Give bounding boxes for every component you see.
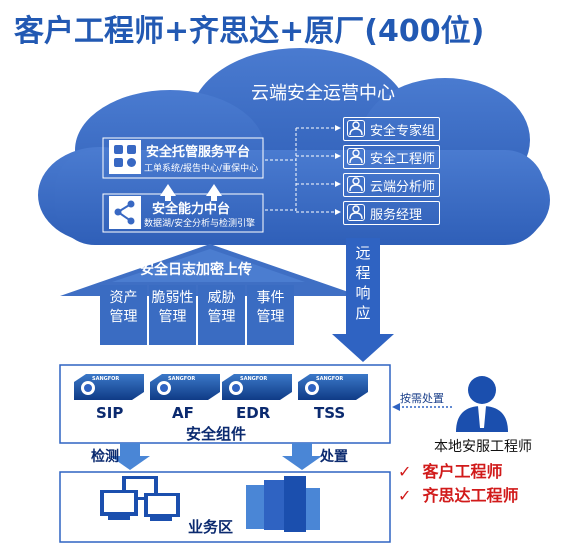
up-arrow-icon <box>160 184 176 201</box>
user-icon <box>347 176 365 193</box>
role-connectors <box>265 127 340 213</box>
device-appliances <box>74 374 368 400</box>
engineer-item-qisida: ✓ 齐思达工程师 <box>398 486 519 505</box>
dispose-arrow <box>282 443 322 470</box>
device-brand: SANGFOR <box>92 376 120 382</box>
remote-response-label: 远 程 响 应 <box>355 244 371 322</box>
page-title: 客户工程师+齐思达+原厂(400位) <box>14 14 485 49</box>
role-label: 服务经理 <box>370 208 423 223</box>
grid-icon <box>109 140 141 174</box>
mgmt-asset: 资产 管理 <box>100 285 147 345</box>
remote-response-arrow <box>332 238 394 362</box>
device-brand: SANGFOR <box>316 376 344 382</box>
capability-title: 安全能力中台 <box>152 202 231 217</box>
dispose-label: 处置 <box>320 449 348 465</box>
capability-subtitle: 数据湖/安全分析与检测引擎 <box>144 219 256 229</box>
cloud-title: 云端安全运营中心 <box>251 83 395 104</box>
engineer-item-customer: ✓ 客户工程师 <box>398 462 503 481</box>
role-label: 安全工程师 <box>370 152 436 167</box>
user-icon <box>347 204 365 221</box>
check-icon: ✓ <box>398 486 412 505</box>
network-icon <box>109 196 141 229</box>
platform-title: 安全托管服务平台 <box>146 145 251 160</box>
mgmt-incident: 事件 管理 <box>247 285 294 345</box>
computer-icon <box>100 476 180 521</box>
device-sip: SIP <box>96 404 124 422</box>
mgmt-threat: 威胁 管理 <box>198 285 245 345</box>
role-label: 云端分析师 <box>370 180 436 195</box>
role-security-experts: 安全专家组 <box>343 117 440 141</box>
business-zone-label: 业务区 <box>188 518 234 536</box>
device-brand: SANGFOR <box>168 376 196 382</box>
detect-arrow <box>110 443 150 470</box>
role-cloud-analyst: 云端分析师 <box>343 173 440 197</box>
components-label: 安全组件 <box>186 425 247 443</box>
user-icon <box>347 148 365 165</box>
role-service-manager: 服务经理 <box>343 201 440 225</box>
device-tss: TSS <box>314 404 346 422</box>
user-icon <box>347 120 365 137</box>
platform-box <box>102 137 264 179</box>
device-af: AF <box>172 404 194 422</box>
check-icon: ✓ <box>398 462 412 481</box>
on-demand-label: 按需处置 <box>400 392 444 405</box>
upload-label: 安全日志加密上传 <box>140 262 252 278</box>
role-label: 安全专家组 <box>370 124 436 139</box>
capability-box <box>102 193 264 233</box>
detect-label: 检测 <box>91 449 119 465</box>
mgmt-vulnerability: 脆弱性 管理 <box>149 285 196 345</box>
server-icon <box>246 476 320 532</box>
device-edr: EDR <box>236 404 271 422</box>
platform-subtitle: 工单系统/报告中心/重保中心 <box>144 164 259 174</box>
local-engineer-label: 本地安服工程师 <box>434 439 532 455</box>
device-brand: SANGFOR <box>240 376 268 382</box>
role-security-engineer: 安全工程师 <box>343 145 440 169</box>
